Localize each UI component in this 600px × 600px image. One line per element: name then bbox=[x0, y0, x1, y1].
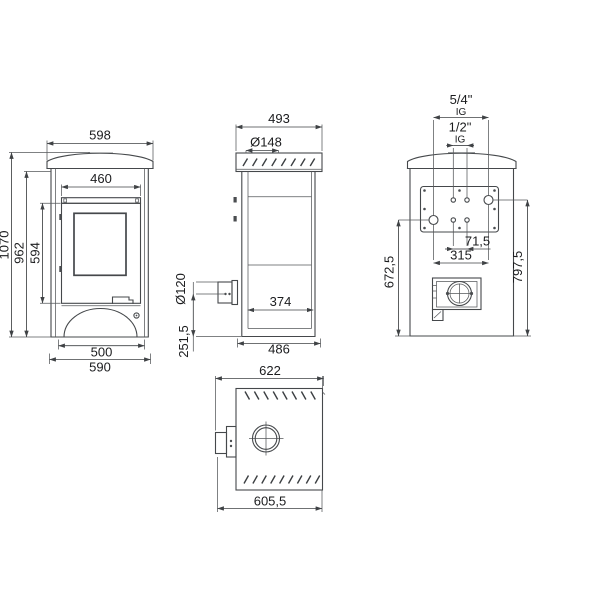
stove-door bbox=[60, 202, 142, 304]
top-vent-slots-rear bbox=[244, 391, 316, 400]
dim-rear-outlet-height: 251,5 bbox=[176, 325, 191, 358]
small-connection bbox=[450, 197, 457, 203]
dim-connection-height-left: 672,5 bbox=[382, 256, 397, 289]
dim-top-depth-body: 605,5 bbox=[254, 494, 287, 509]
front-body bbox=[46, 167, 154, 338]
air-vent-strip bbox=[60, 197, 142, 204]
top-view: 622 605,5 bbox=[214, 363, 326, 512]
side-top-cover bbox=[235, 152, 323, 173]
dim-front-width-bottom: 590 bbox=[89, 360, 111, 375]
dim-connection-height-right: 797,5 bbox=[510, 251, 525, 284]
small-connection bbox=[464, 197, 470, 203]
top-vent-slots bbox=[242, 158, 316, 167]
rear-connection-panel bbox=[419, 185, 500, 233]
base-knob bbox=[133, 312, 140, 319]
large-connection-right bbox=[483, 194, 494, 206]
rear-lower-unit bbox=[431, 277, 482, 322]
rear-body bbox=[406, 167, 517, 337]
dim-front-firebox-width: 460 bbox=[90, 171, 112, 186]
label-connection-small-type: IG bbox=[455, 135, 466, 146]
side-body bbox=[241, 170, 316, 338]
dim-side-depth-bottom: 486 bbox=[268, 342, 290, 357]
dim-flue-diameter: Ø148 bbox=[250, 135, 282, 150]
flue-outlet bbox=[249, 421, 284, 456]
dim-front-body-height: 962 bbox=[12, 242, 27, 264]
dim-front-width-top: 598 bbox=[89, 128, 111, 143]
dim-top-depth-total: 622 bbox=[259, 363, 281, 378]
small-connection bbox=[450, 217, 457, 223]
front-top-cover bbox=[46, 152, 154, 170]
large-connection-left bbox=[428, 214, 439, 226]
dim-small-connection-spacing: 71,5 bbox=[465, 234, 490, 249]
door-handle bbox=[111, 296, 134, 304]
rear-connector-top bbox=[214, 425, 237, 458]
small-connection bbox=[464, 217, 470, 223]
dim-rear-outlet-diameter: Ø120 bbox=[173, 273, 188, 305]
dim-front-door-height: 594 bbox=[28, 242, 43, 264]
dim-connection-small-size: 1/2" bbox=[449, 120, 472, 135]
dim-side-depth-top: 493 bbox=[268, 111, 290, 126]
side-view: 493 Ø148 Ø120 251,5 374 486 bbox=[173, 111, 323, 358]
rear-outlet-connector bbox=[217, 281, 233, 304]
top-vent-slots-front bbox=[243, 475, 321, 484]
door-glass bbox=[73, 212, 127, 277]
rear-top-cover bbox=[406, 152, 517, 170]
pedestal-arch bbox=[63, 308, 138, 338]
dim-large-connection-spacing: 315 bbox=[450, 248, 472, 263]
dim-front-total-height: 1070 bbox=[0, 231, 12, 260]
label-connection-large-type: IG bbox=[456, 107, 467, 118]
rear-view: 5/4" IG 1/2" IG 71,5 315 672,5 797,5 bbox=[382, 92, 531, 337]
dim-connection-large-size: 5/4" bbox=[450, 92, 473, 107]
dim-inner-depth: 374 bbox=[270, 294, 292, 309]
front-view: 598 460 1070 962 594 500 590 bbox=[0, 128, 154, 375]
dim-front-base-width: 500 bbox=[91, 345, 113, 360]
